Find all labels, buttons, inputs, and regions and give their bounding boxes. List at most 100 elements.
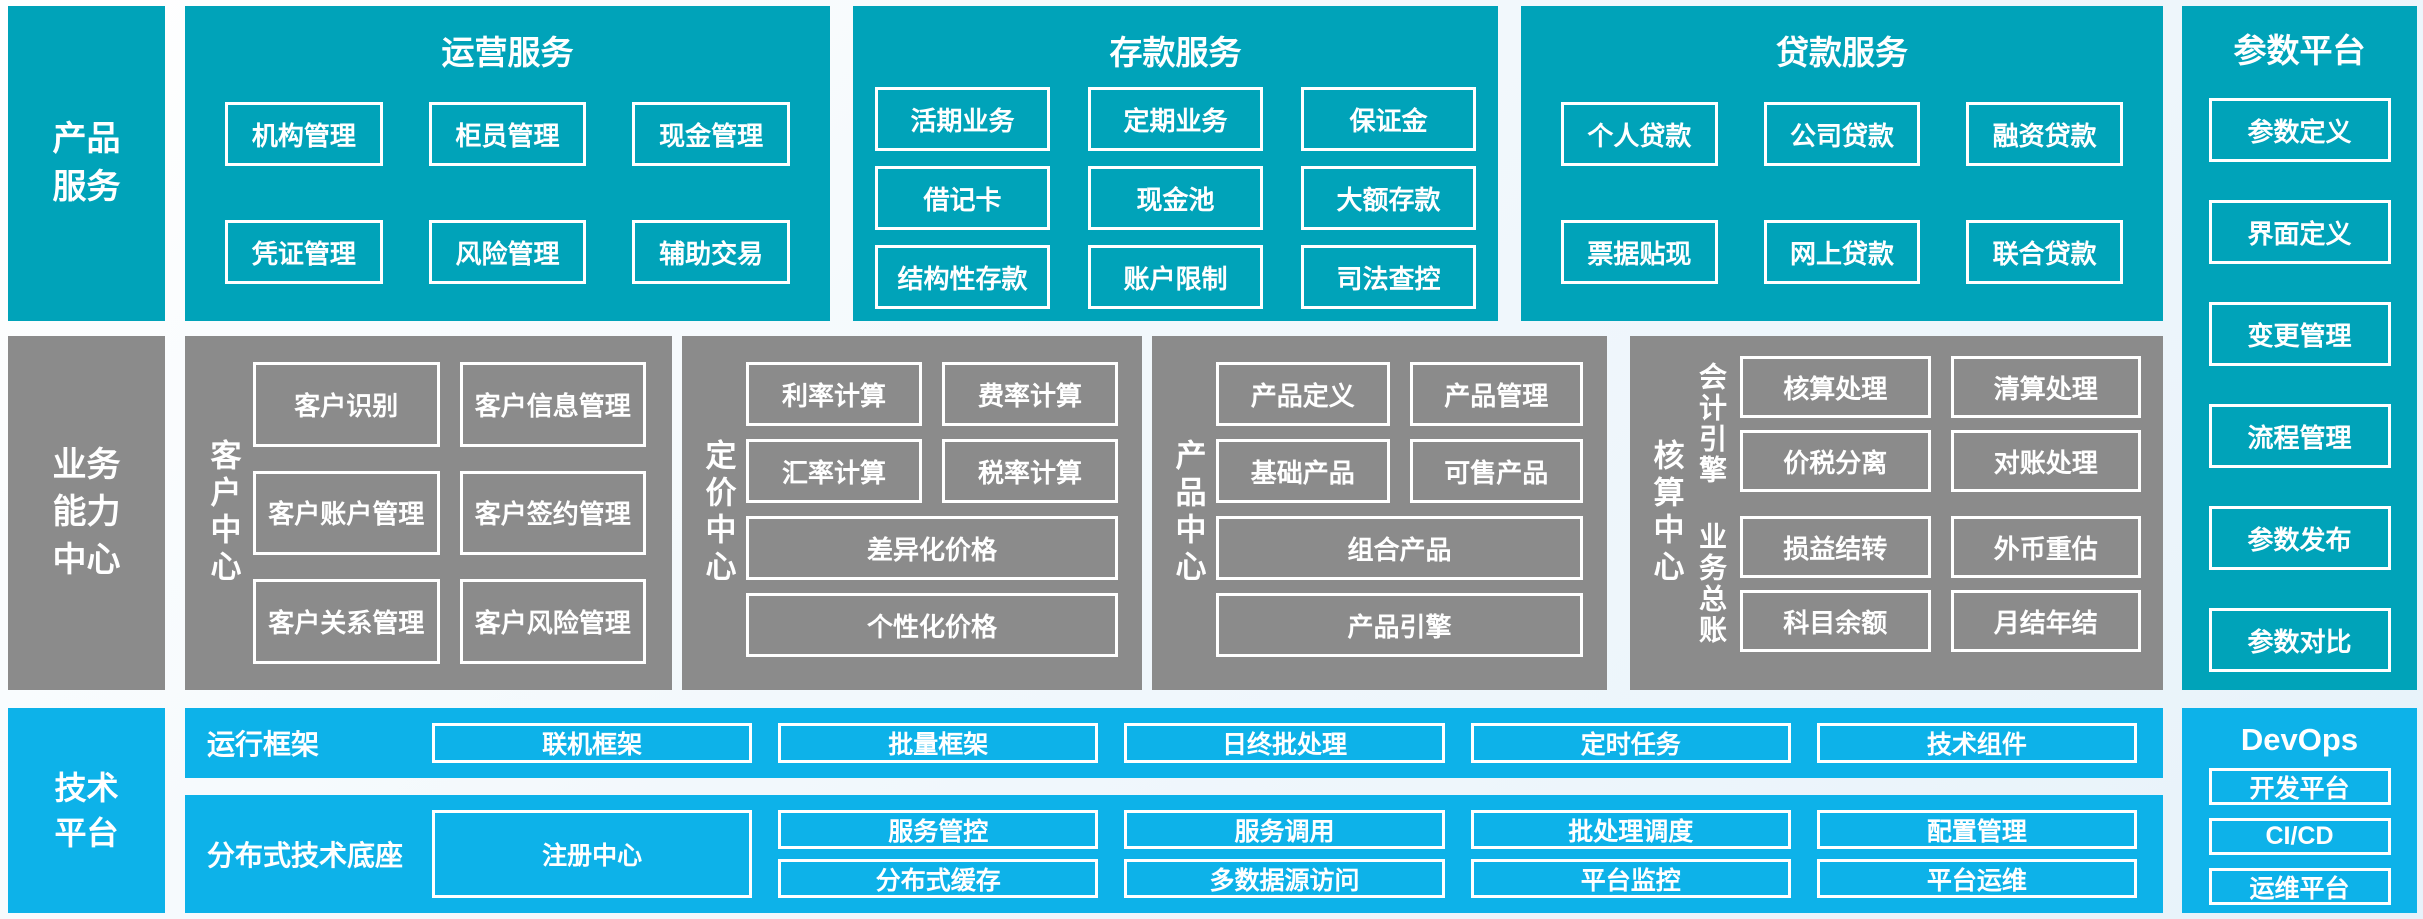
section-customer-center: 客户中心 客户识别 客户信息管理 客户账户管理 客户签约管理 客户关系管理 客户… bbox=[185, 336, 672, 690]
accounting-content: 会计引擎 核算处理 清算处理 价税分离 对账处理 业务总账 损益结转 外币重估 … bbox=[1690, 356, 2141, 670]
section-parameter-platform: 参数平台 参数定义 界面定义 变更管理 流程管理 参数发布 参数对比 bbox=[2182, 6, 2417, 690]
diagram-box: 现金池 bbox=[1088, 166, 1263, 230]
diagram-box: 客户账户管理 bbox=[253, 470, 440, 556]
diagram-box: 可售产品 bbox=[1409, 439, 1583, 503]
devops-stack: 开发平台 CI/CD 运维平台 bbox=[2182, 768, 2417, 905]
pricing-center-label: 定价中心 bbox=[700, 439, 736, 587]
diagram-box-wide: 组合产品 bbox=[1216, 516, 1583, 580]
business-ledger-grid: 损益结转 外币重估 科目余额 月结年结 bbox=[1740, 516, 2141, 652]
section-deposit-services: 存款服务 活期业务 定期业务 保证金 借记卡 现金池 大额存款 结构性存款 账户… bbox=[853, 6, 1498, 321]
business-ledger-label: 业务总账 bbox=[1696, 522, 1727, 646]
diagram-box: CI/CD bbox=[2208, 818, 2391, 855]
diagram-box: 变更管理 bbox=[2208, 302, 2391, 366]
diagram-box: 汇率计算 bbox=[746, 439, 922, 503]
diagram-box: 客户关系管理 bbox=[253, 579, 440, 664]
diagram-box: 核算处理 bbox=[1740, 356, 1931, 418]
devops-title: DevOps bbox=[2240, 722, 2359, 757]
diagram-box: 开发平台 bbox=[2208, 768, 2391, 805]
diagram-box: 流程管理 bbox=[2208, 404, 2391, 468]
diagram-box: 界面定义 bbox=[2208, 200, 2391, 264]
rail-tech-platform-label: 技术 平台 bbox=[54, 769, 119, 851]
deposits-grid: 活期业务 定期业务 保证金 借记卡 现金池 大额存款 结构性存款 账户限制 司法… bbox=[853, 87, 1498, 309]
product-content: 产品定义 产品管理 基础产品 可售产品 组合产品 产品引擎 bbox=[1216, 362, 1583, 666]
diagram-box: 科目余额 bbox=[1740, 590, 1931, 652]
business-ledger-group: 业务总账 损益结转 外币重估 科目余额 月结年结 bbox=[1690, 516, 2141, 652]
diagram-box: 批处理调度 bbox=[1470, 810, 1791, 849]
diagram-box: 账户限制 bbox=[1088, 245, 1263, 309]
loans-grid: 个人贷款 公司贷款 融资贷款 票据贴现 网上贷款 联合贷款 bbox=[1521, 102, 2163, 284]
rail-product-services: 产品 服务 bbox=[8, 6, 165, 321]
section-title: 运营服务 bbox=[441, 34, 574, 71]
section-pricing-center: 定价中心 利率计算 费率计算 汇率计算 税率计算 差异化价格 个性化价格 bbox=[682, 336, 1142, 690]
runtime-framework-label: 运行框架 bbox=[207, 729, 320, 760]
bar-runtime-framework: 运行框架 联机框架 批量框架 日终批处理 定时任务 技术组件 bbox=[185, 708, 2163, 778]
diagram-box: 注册中心 bbox=[432, 810, 753, 898]
diagram-box: 融资贷款 bbox=[1966, 102, 2123, 166]
diagram-box: 基础产品 bbox=[1216, 439, 1390, 503]
diagram-box: 客户签约管理 bbox=[459, 470, 646, 556]
diagram-box: 联机框架 bbox=[432, 723, 753, 763]
diagram-box: 参数定义 bbox=[2208, 98, 2391, 162]
section-accounting-center: 核算中心 会计引擎 核算处理 清算处理 价税分离 对账处理 业务总账 损益结转 … bbox=[1630, 336, 2163, 690]
product-grid: 产品定义 产品管理 基础产品 可售产品 bbox=[1216, 362, 1583, 503]
diagram-box: 风险管理 bbox=[428, 220, 587, 284]
section-title: 存款服务 bbox=[1109, 34, 1242, 71]
diagram-box: 参数对比 bbox=[2208, 608, 2391, 672]
operations-grid: 机构管理 柜员管理 现金管理 凭证管理 风险管理 辅助交易 bbox=[185, 102, 830, 284]
diagram-box: 司法查控 bbox=[1301, 245, 1476, 309]
diagram-box: 月结年结 bbox=[1950, 590, 2141, 652]
diagram-box: 对账处理 bbox=[1950, 430, 2141, 492]
parameter-stack: 参数定义 界面定义 变更管理 流程管理 参数发布 参数对比 bbox=[2182, 98, 2417, 672]
rail-business-capability-label: 业务 能力 中心 bbox=[52, 445, 121, 579]
section-loan-services: 贷款服务 个人贷款 公司贷款 融资贷款 票据贴现 网上贷款 联合贷款 bbox=[1521, 6, 2163, 321]
diagram-box: 损益结转 bbox=[1740, 516, 1931, 578]
rail-business-capability: 业务 能力 中心 bbox=[8, 336, 165, 690]
diagram-box: 客户识别 bbox=[253, 362, 440, 447]
section-operations-services: 运营服务 机构管理 柜员管理 现金管理 凭证管理 风险管理 辅助交易 bbox=[185, 6, 830, 321]
diagram-box: 多数据源访问 bbox=[1124, 859, 1445, 898]
diagram-box: 联合贷款 bbox=[1966, 220, 2123, 284]
diagram-box: 费率计算 bbox=[942, 362, 1118, 426]
diagram-box: 现金管理 bbox=[632, 102, 790, 166]
diagram-box: 公司贷款 bbox=[1763, 102, 1921, 166]
section-devops: DevOps 开发平台 CI/CD 运维平台 bbox=[2182, 708, 2417, 913]
rail-tech-platform: 技术 平台 bbox=[8, 708, 165, 913]
diagram-box: 日终批处理 bbox=[1124, 723, 1445, 763]
diagram-box: 凭证管理 bbox=[225, 220, 383, 284]
diagram-box: 产品管理 bbox=[1409, 362, 1583, 426]
distributed-column: 服务管控 分布式缓存 bbox=[778, 810, 1099, 898]
diagram-box: 借记卡 bbox=[875, 166, 1050, 230]
registry-column: 注册中心 bbox=[432, 810, 753, 898]
runtime-items: 联机框架 批量框架 日终批处理 定时任务 技术组件 bbox=[432, 723, 2138, 763]
diagram-box: 运维平台 bbox=[2208, 868, 2391, 905]
diagram-box: 平台运维 bbox=[1816, 859, 2138, 898]
distributed-column: 服务调用 多数据源访问 bbox=[1124, 810, 1445, 898]
diagram-box: 票据贴现 bbox=[1561, 220, 1718, 284]
diagram-box: 服务管控 bbox=[778, 810, 1099, 849]
distributed-column: 配置管理 平台运维 bbox=[1816, 810, 2138, 898]
diagram-box: 税率计算 bbox=[942, 439, 1118, 503]
diagram-box: 客户信息管理 bbox=[459, 362, 646, 447]
accounting-engine-grid: 核算处理 清算处理 价税分离 对账处理 bbox=[1740, 356, 2141, 492]
customer-grid: 客户识别 客户信息管理 客户账户管理 客户签约管理 客户关系管理 客户风险管理 bbox=[253, 362, 646, 664]
diagram-box: 辅助交易 bbox=[632, 220, 790, 284]
diagram-box: 柜员管理 bbox=[428, 102, 587, 166]
diagram-box: 保证金 bbox=[1301, 87, 1476, 151]
bar-distributed-base: 分布式技术底座 注册中心 服务管控 分布式缓存 服务调用 多数据源访问 批处理调… bbox=[185, 795, 2163, 913]
diagram-box: 定期业务 bbox=[1088, 87, 1263, 151]
accounting-engine-group: 会计引擎 核算处理 清算处理 价税分离 对账处理 bbox=[1690, 356, 2141, 492]
diagram-box-wide: 差异化价格 bbox=[746, 516, 1118, 580]
diagram-box: 技术组件 bbox=[1816, 723, 2138, 763]
diagram-box: 服务调用 bbox=[1124, 810, 1445, 849]
diagram-box: 个人贷款 bbox=[1561, 102, 1718, 166]
pricing-grid: 利率计算 费率计算 汇率计算 税率计算 bbox=[746, 362, 1118, 503]
diagram-box: 平台监控 bbox=[1470, 859, 1791, 898]
diagram-box: 机构管理 bbox=[225, 102, 383, 166]
accounting-engine-label: 会计引擎 bbox=[1696, 362, 1727, 486]
diagram-box: 外币重估 bbox=[1950, 516, 2141, 578]
diagram-box: 大额存款 bbox=[1301, 166, 1476, 230]
diagram-box: 利率计算 bbox=[746, 362, 922, 426]
diagram-box: 客户风险管理 bbox=[459, 579, 646, 664]
diagram-box: 参数发布 bbox=[2208, 506, 2391, 570]
